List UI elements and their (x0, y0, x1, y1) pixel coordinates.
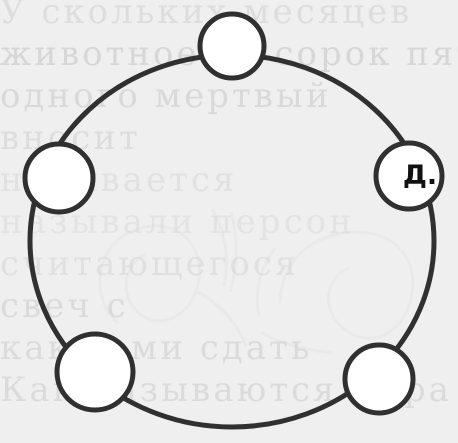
bottom-left-node (57, 334, 133, 410)
right-node (376, 143, 442, 209)
left-node (25, 144, 93, 212)
top-node (200, 14, 264, 78)
snail-illustration-icon (100, 209, 413, 353)
bottom-right-node (345, 345, 413, 413)
